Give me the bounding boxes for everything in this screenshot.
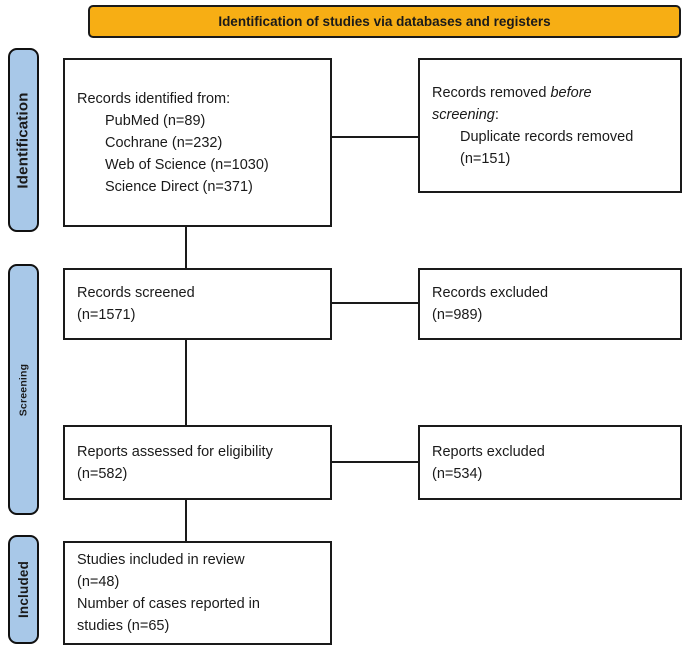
connector-screened-to-assessed [185,340,187,425]
text-line: (n=534) [432,465,483,482]
stage-label-identification: Identification [8,48,39,232]
text-line: (n=48) [77,574,120,590]
connector-assessed-to-included [185,500,187,541]
text-line: Web of Science (n=1030) [105,156,269,173]
stage-label-screening: Screening [8,264,39,515]
box-records-excluded: Records excluded (n=989) [418,268,682,340]
stage-label-included: Included [8,535,39,644]
text-line: Reports excluded [432,443,545,460]
text-line: Records excluded [432,285,549,301]
text-line: (n=1571) [77,307,136,323]
text-line: Number of cases reported in [77,596,260,612]
text-line: (n=989) [432,307,483,323]
text-line: Science Direct (n=371) [105,178,253,195]
box-reports-assessed-for-eligibility: Reports assessed for eligibility (n=582) [63,425,332,500]
box-reports-excluded: Reports excluded (n=534) [418,425,682,500]
text-line: (n=582) [77,465,128,482]
banner-identification-of-studies: Identification of studies via databases … [88,5,681,38]
stage-included-text: Included [16,560,32,619]
text-line: Cochrane (n=232) [105,134,223,151]
connector-assessed-to-excluded [332,461,418,463]
text-line: Records identified from: [77,90,231,107]
box-records-identified: Records identified from: PubMed (n=89) Coc… [63,58,332,227]
box-records-removed-before-screening: Records removed before screening: Duplicat… [418,58,682,193]
text-line: Records removed before [432,84,592,101]
stage-identification-text: Identification [15,91,33,189]
box-records-screened: Records screened (n=1571) [63,268,332,340]
text-line: studies (n=65) [77,618,170,634]
connector-identified-to-removed [332,136,418,138]
text-line: Records screened [77,285,195,301]
connector-identified-to-screened [185,227,187,268]
text-line: Duplicate records removed [460,128,634,145]
text-line: Studies included in review [77,552,245,568]
banner-label: Identification of studies via databases … [218,14,551,29]
box-studies-included-in-review: Studies included in review (n=48) Number o… [63,541,332,645]
text-line: screening: [432,106,499,123]
connector-screened-to-excluded [332,302,418,304]
text-line: PubMed (n=89) [105,112,206,129]
text-line: Reports assessed for eligibility [77,443,273,460]
text-line: (n=151) [460,150,511,167]
stage-screening-text: Screening [17,363,30,416]
